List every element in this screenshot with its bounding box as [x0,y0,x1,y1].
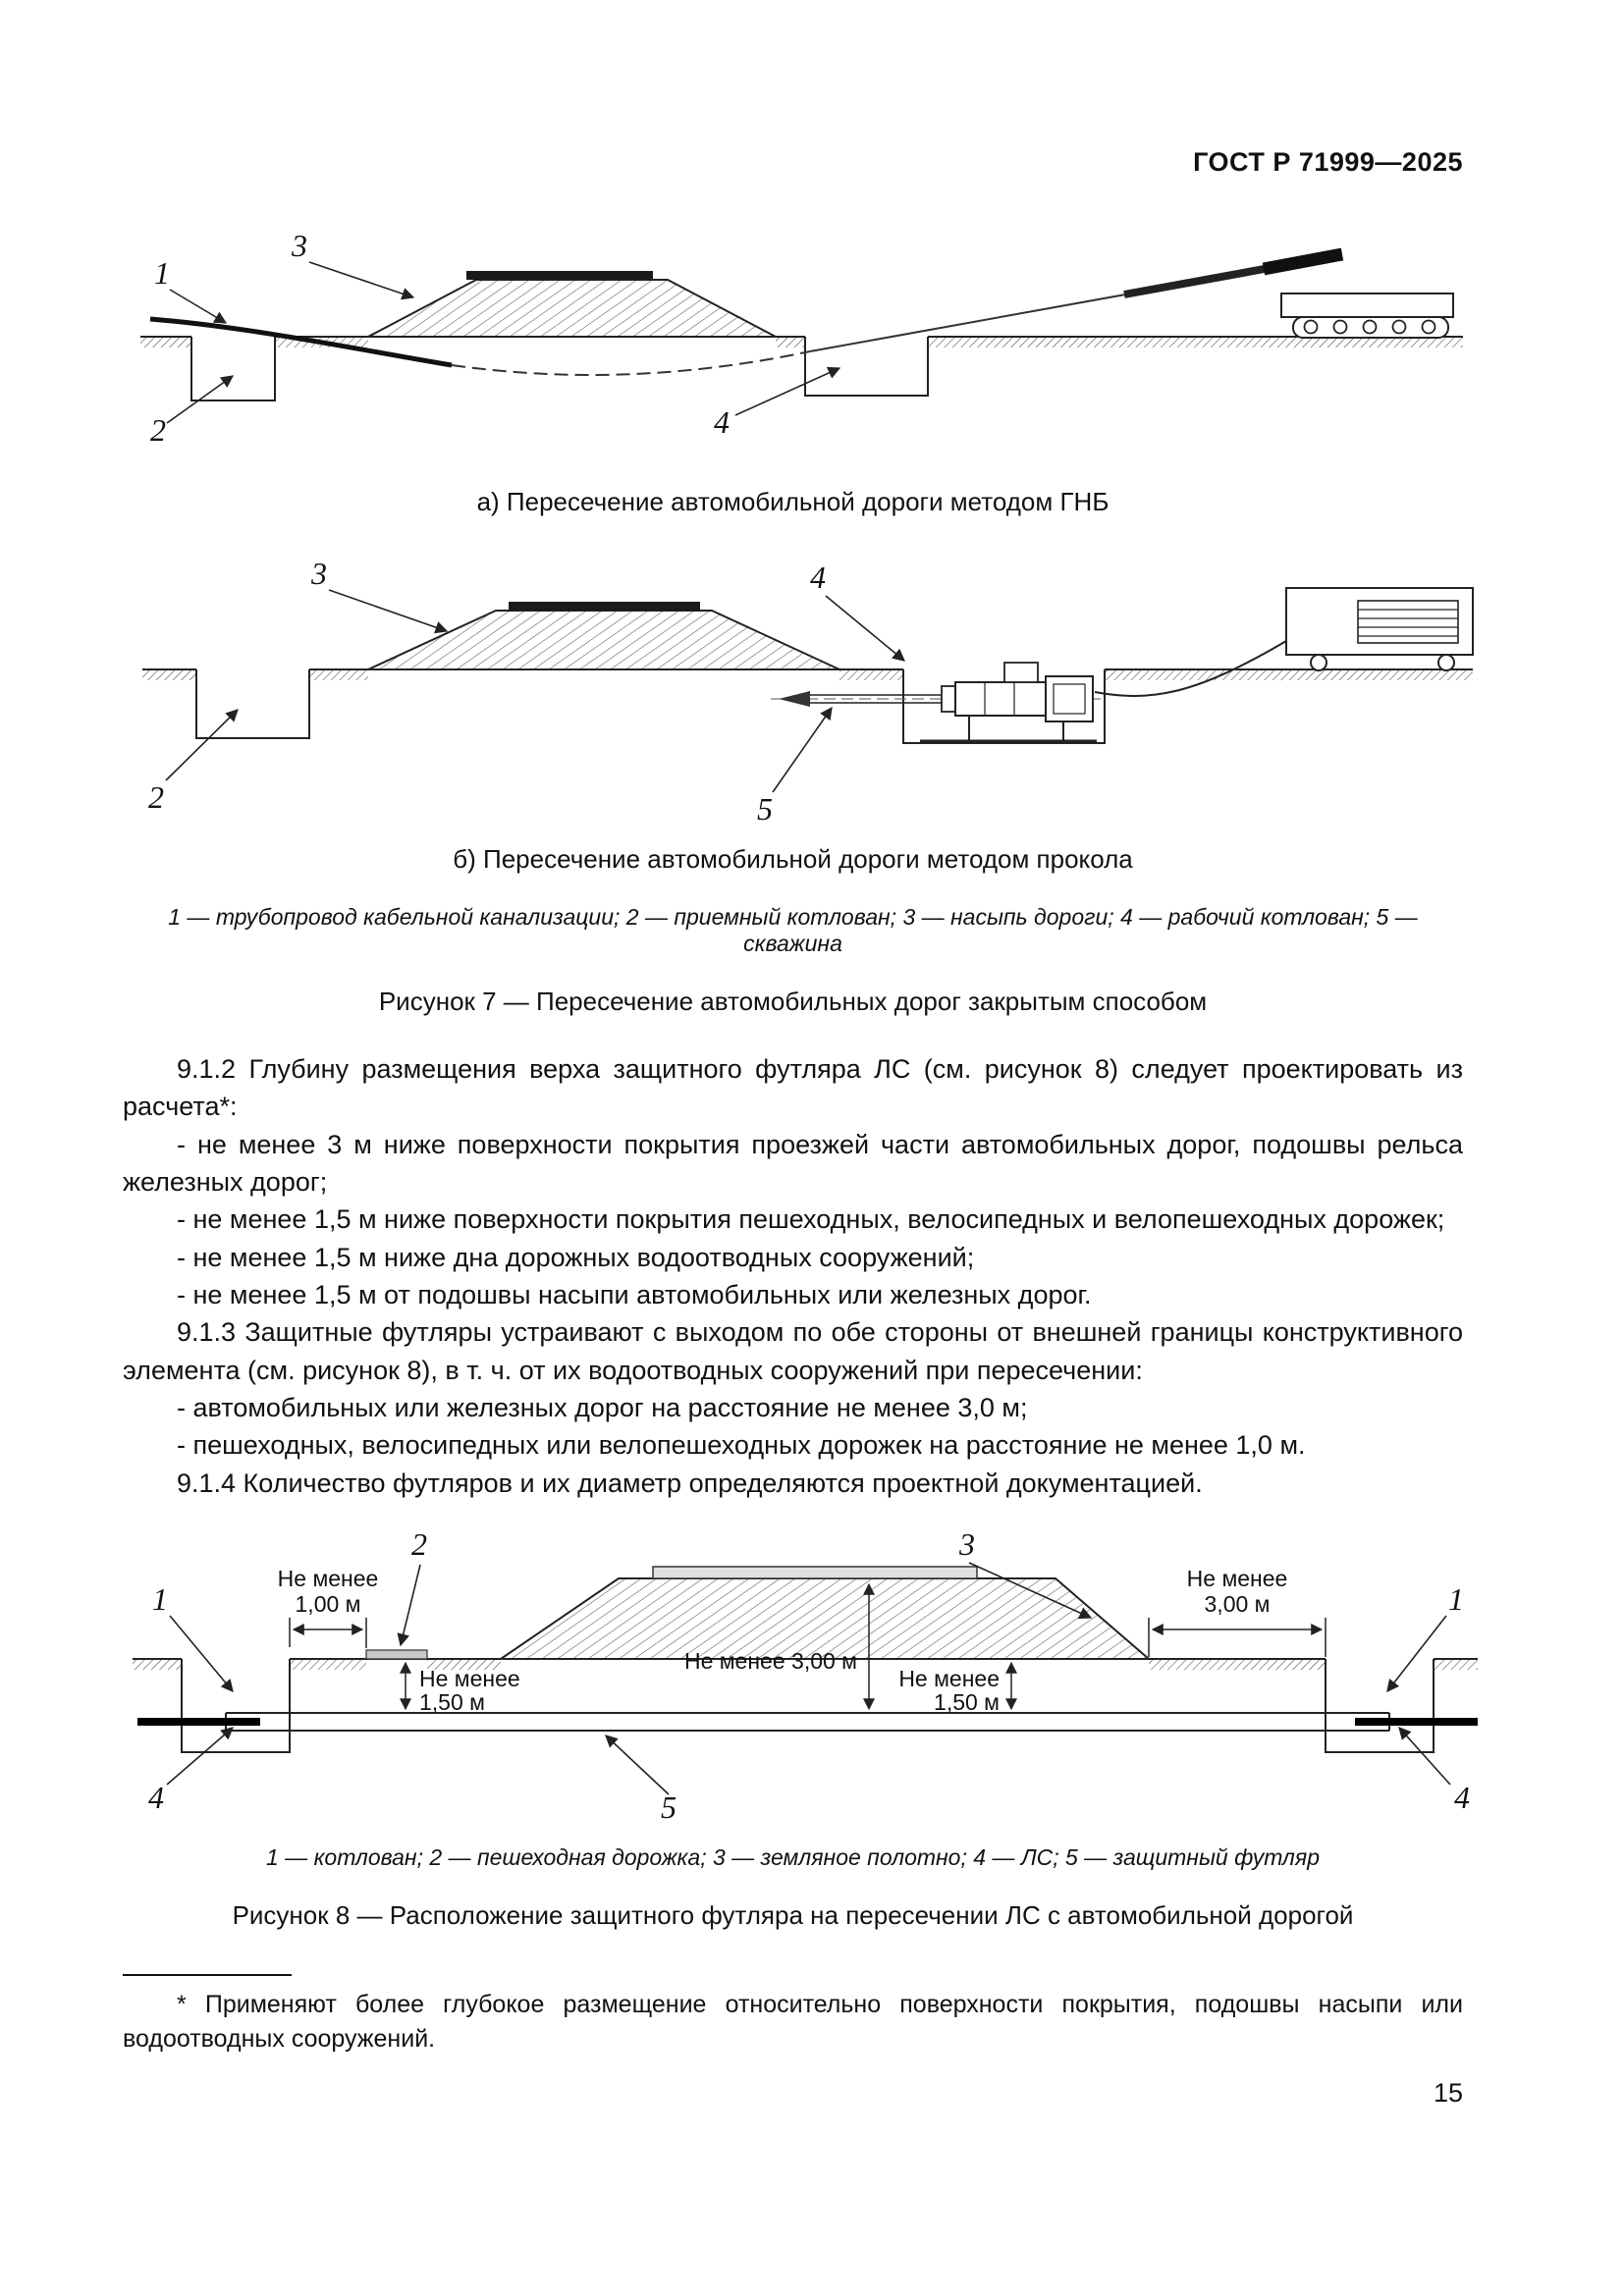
pedestrian-walkway [365,1649,428,1660]
dim-gap-right-line1: Не менее [1187,1566,1288,1591]
figure-7a-caption: а) Пересечение автомобильной дороги мето… [476,487,1110,516]
label-1-pit-right: 1 [1448,1581,1464,1617]
figure-7b-diagram: 3 4 2 5 [142,556,1474,827]
dim-depth-center: Не менее 3,00 м [684,1648,857,1674]
ground-hatch [142,670,1473,680]
label-4-cable-right: 4 [1454,1780,1470,1815]
footnote-text: * Применяют более глубокое размещение от… [123,1990,1463,2053]
dimension-lines [289,1582,1326,1711]
work-pit [804,337,929,397]
figure-7-legend: 1 — трубопровод кабельной канализации; 2… [168,904,1418,956]
label-4-work-pit: 4 [714,404,730,440]
figure-7a-callouts [166,261,841,424]
puncture-jack-unit [771,662,1105,743]
figure-8-diagram: Не менее 1,00 м Не менее 1,50 м Не менее… [133,1531,1478,1825]
dim-depth-left-line2: 1,50 м [419,1689,485,1715]
label-5-borehole: 5 [757,791,773,827]
figure-7a-diagram: 1 2 3 4 [140,228,1463,448]
figure-7b-callouts [165,589,905,793]
work-pit [902,669,1106,744]
protective-casing [225,1711,1390,1732]
dim-depth-right-line2: 1,50 м [934,1689,1000,1715]
figure-8-legend: 1 — котлован; 2 — пешеходная дорожка; 3 … [266,1843,1320,1870]
figure-7b-caption: б) Пересечение автомобильной дороги мето… [453,844,1133,874]
paragraph-9-1-3: 9.1.3 Защитные футляры устраивают с выхо… [123,1317,1463,1385]
list-item: - не менее 1,5 м ниже поверхности покрыт… [177,1204,1445,1235]
road-embankment [367,602,840,670]
list-item: - не менее 1,5 м от подошвы насыпи автом… [177,1279,1092,1309]
page-number: 15 [1433,2077,1463,2108]
section-9-1-text: 9.1.2 Глубину размещения верха защитного… [123,1050,1463,1502]
label-2-reception-pit: 2 [148,779,164,815]
puncture-rod-tip [779,691,810,707]
list-item: - автомобильных или железных дорог на ра… [177,1392,1028,1422]
compressor-unit [1285,587,1474,671]
label-1-pipeline: 1 [154,255,170,291]
road-embankment [367,271,777,338]
reception-pit [190,337,276,401]
figure-7-title: Рисунок 7 — Пересечение автомобильных до… [378,987,1208,1016]
reception-pit [195,669,310,739]
dim-gap-right-line2: 3,00 м [1205,1591,1271,1617]
road-embankment [497,1566,1152,1660]
label-3-embankment: 3 [291,228,307,263]
label-3-roadbed: 3 [958,1531,975,1562]
label-2-walkway: 2 [411,1531,427,1562]
label-1-pit-left: 1 [152,1581,168,1617]
pit-right [1325,1658,1435,1753]
ground-hatch [133,1659,1478,1670]
dim-gap-left-line2: 1,00 м [296,1591,361,1617]
label-4-cable-left: 4 [148,1780,164,1815]
figure-8-title: Рисунок 8 — Расположение защитного футля… [232,1899,1354,1930]
paragraph-9-1-4: 9.1.4 Количество футляров и их диаметр о… [177,1468,1203,1498]
figure-8-callouts [166,1562,1451,1795]
list-item: - пешеходных, велосипедных или велопешех… [177,1430,1306,1461]
label-3-embankment: 3 [310,556,327,591]
list-item: - не менее 3 м ниже поверхности покрытия… [123,1129,1463,1197]
dim-depth-right-line1: Не менее [898,1666,1000,1691]
dim-depth-left-line1: Не менее [419,1666,520,1691]
dim-gap-left-line1: Не менее [278,1566,379,1591]
list-item: - не менее 1,5 м ниже дна дорожных водоо… [177,1242,975,1272]
label-5-casing: 5 [661,1789,677,1825]
label-2-reception-pit: 2 [150,412,166,448]
air-hose [1094,640,1287,697]
doc-number: ГОСТ Р 71999—2025 [1193,147,1463,177]
hdd-drill-rig [1123,247,1454,339]
paragraph-9-1-2: 9.1.2 Глубину размещения верха защитного… [123,1054,1463,1122]
footnote-divider [123,1973,292,1976]
pit-left [181,1658,291,1753]
label-4-work-pit: 4 [810,560,826,595]
